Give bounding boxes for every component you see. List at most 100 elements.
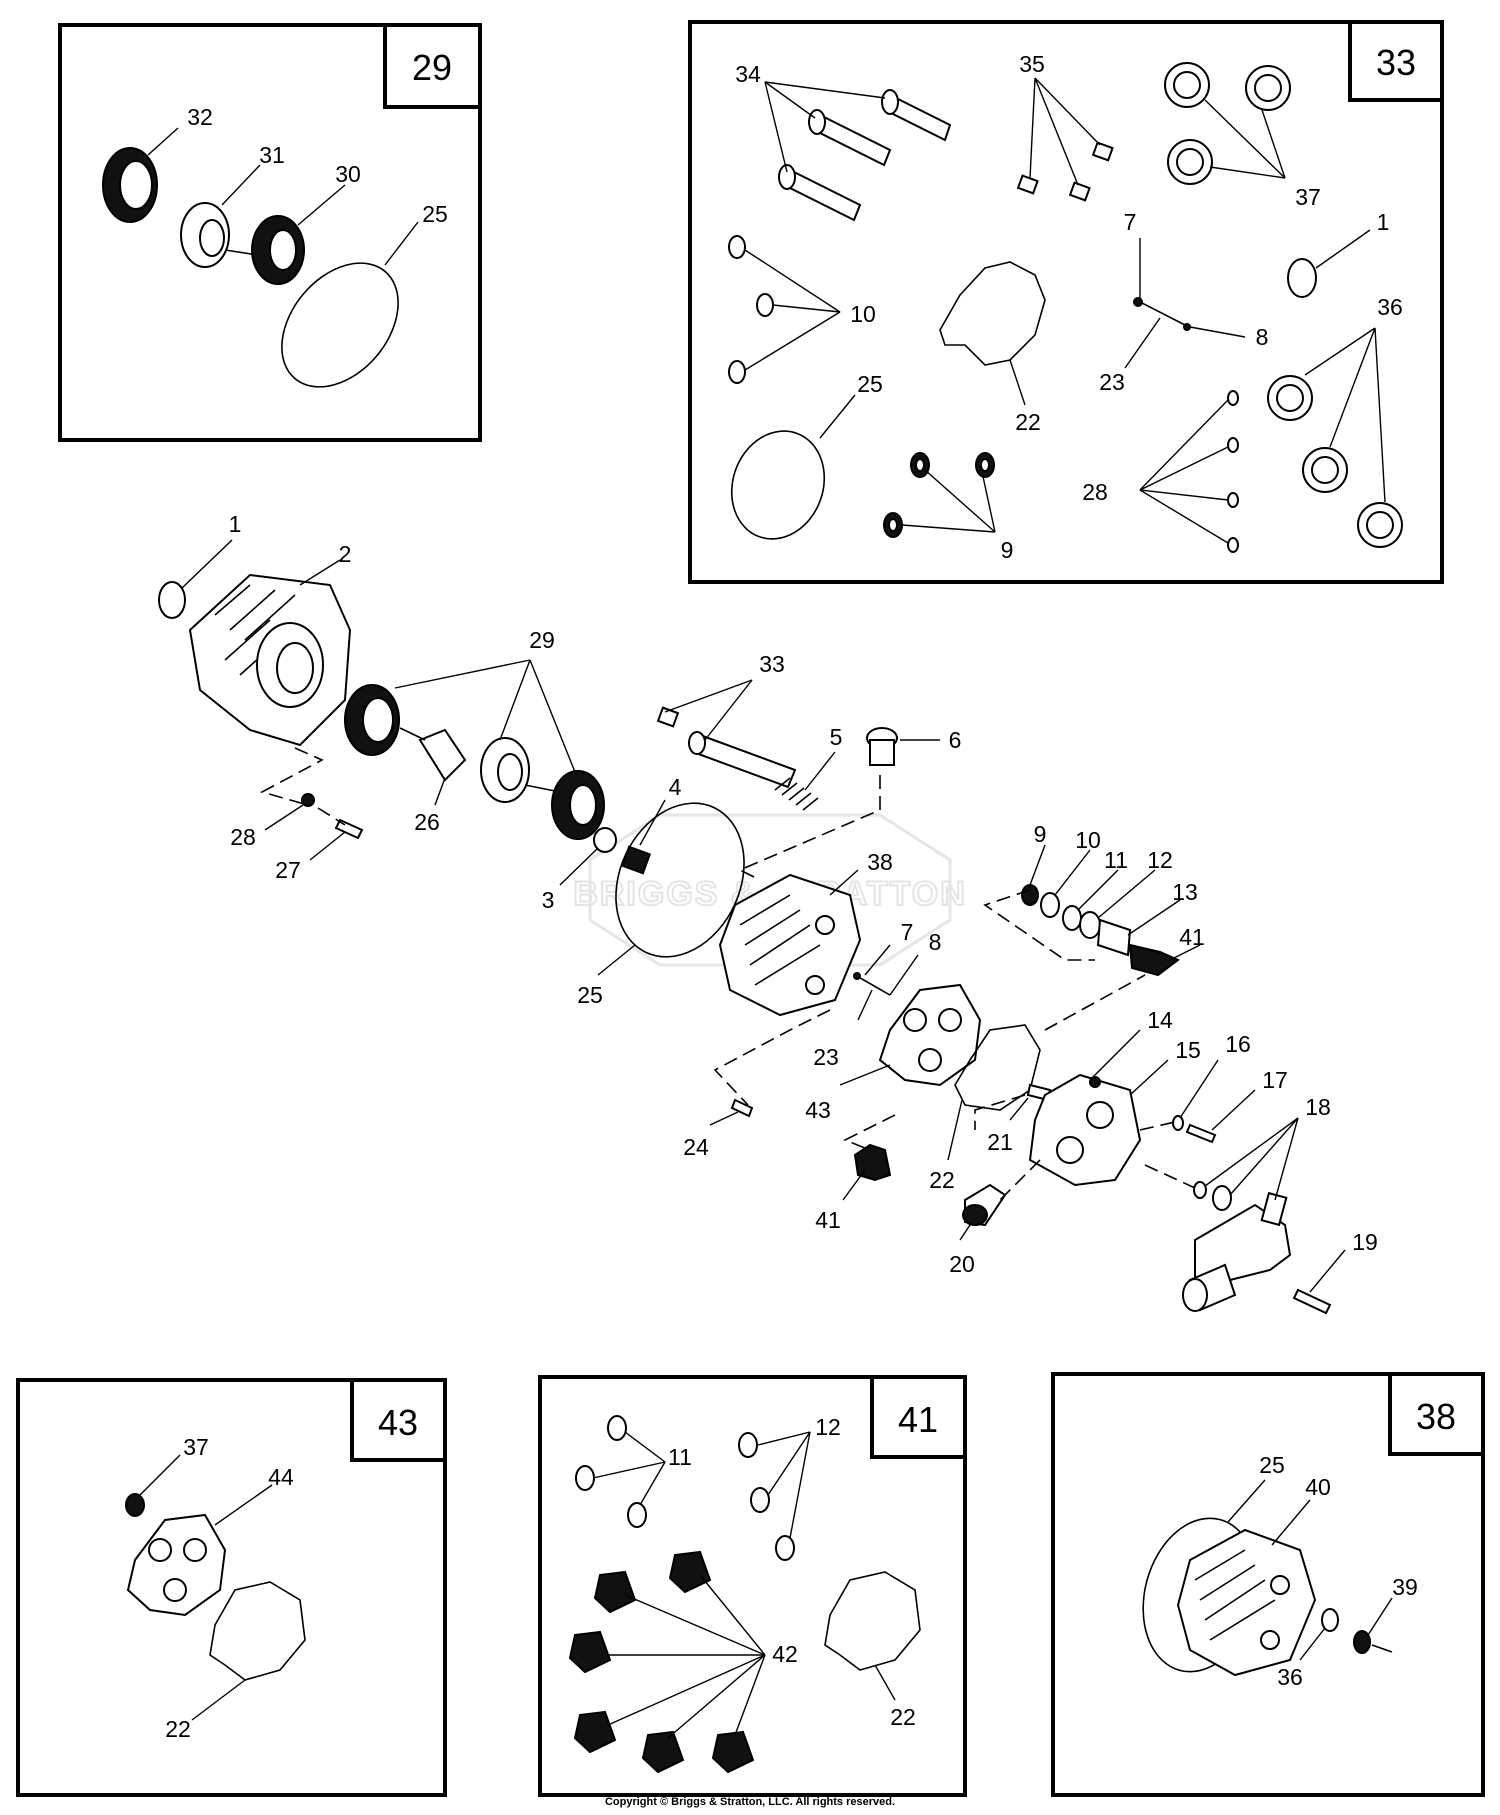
callout-label: 24 (683, 1134, 709, 1160)
callout-label: 8 (1256, 324, 1269, 350)
copyright-notice: Copyright © Briggs & Stratton, LLC. All … (604, 1796, 896, 1808)
bolt-part-24 (730, 1098, 754, 1118)
inset-box-41: 41 11 12 (538, 1375, 967, 1797)
gasket-part-22 (824, 1571, 921, 1671)
inset-number-box (1388, 1372, 1485, 1456)
callout-label: 37 (183, 1434, 209, 1460)
inset-number: 41 (898, 1399, 938, 1440)
piston-part-33 (656, 706, 797, 789)
washer-parts-10 (728, 235, 774, 384)
washer-part-3 (593, 827, 617, 853)
callout-label: 5 (830, 724, 843, 750)
seal-part-32 (102, 147, 158, 223)
o-ring-part-25 (730, 430, 826, 540)
callout-label: 36 (1377, 294, 1403, 320)
callout-label: 22 (929, 1167, 955, 1193)
callout-label: 30 (335, 161, 361, 187)
callout-label: 19 (1352, 1229, 1378, 1255)
callout-label: 23 (813, 1044, 839, 1070)
o-ring-part-1 (158, 581, 186, 619)
inset-number-box (383, 23, 482, 109)
pump-head-part-40 (1176, 1528, 1317, 1677)
o-ring-parts-28 (1227, 390, 1239, 553)
callout-label: 38 (867, 849, 893, 875)
callout-label: 33 (759, 651, 785, 677)
callout-label: 22 (165, 1716, 191, 1742)
inset-number-box (350, 1378, 447, 1462)
gasket-part-22 (939, 261, 1046, 366)
callout-label: 22 (1015, 409, 1041, 435)
inset-box-38: 38 25 40 39 36 (1051, 1372, 1485, 1797)
callout-label: 13 (1172, 879, 1198, 905)
callout-label: 41 (815, 1207, 841, 1233)
inset-number-box (870, 1375, 967, 1459)
main-exploded-view: 1 2 29 33 5 6 4 38 28 26 27 3 25 9 10 11… (158, 511, 1378, 1315)
callout-label: 8 (929, 929, 942, 955)
piston-parts-34 (778, 89, 952, 222)
callout-label: 10 (850, 301, 876, 327)
callout-label: 32 (187, 104, 213, 130)
callout-label: 10 (1075, 827, 1101, 853)
inset-number-box (1348, 20, 1444, 102)
callout-label: 11 (1104, 847, 1128, 873)
callout-label: 1 (1377, 209, 1390, 235)
outlet-manifold-part-15 (1028, 1073, 1142, 1187)
callout-label: 7 (1124, 209, 1137, 235)
fitting-part-20 (962, 1183, 1007, 1227)
callout-label: 37 (1295, 184, 1321, 210)
callout-label: 26 (414, 809, 440, 835)
callout-label: 1 (229, 511, 242, 537)
callout-label: 25 (422, 201, 448, 227)
spring-part-5 (774, 777, 819, 811)
seal-parts-36 (1267, 375, 1403, 548)
callout-label: 11 (668, 1444, 692, 1470)
washer-part-28 (301, 793, 315, 807)
callout-label: 12 (815, 1414, 841, 1440)
inset-number: 29 (412, 47, 452, 88)
callout-label: 28 (230, 824, 256, 850)
callout-label: 14 (1147, 1007, 1173, 1033)
callout-label: 22 (890, 1704, 916, 1730)
o-ring-part-1 (1287, 258, 1317, 298)
ring-parts-9 (883, 452, 995, 538)
callout-label: 28 (1082, 479, 1108, 505)
nut-parts-35 (1016, 141, 1114, 202)
bolt-part-17 (1185, 1123, 1217, 1144)
callout-label: 35 (1019, 51, 1045, 77)
callout-label: 4 (669, 774, 682, 800)
callout-label: 3 (542, 887, 555, 913)
valve-parts-42 (568, 1550, 755, 1774)
washer-part-36 (1321, 1608, 1339, 1632)
nut-part-4 (620, 845, 652, 875)
bolt-part-27 (334, 818, 364, 840)
callout-label: 27 (275, 857, 301, 883)
o-ring-part-25 (281, 262, 399, 388)
adapter-part-26 (418, 728, 467, 782)
inset-number: 38 (1416, 1396, 1456, 1437)
crankcase-part-2 (188, 573, 352, 747)
bolt-part-19 (1292, 1288, 1332, 1315)
seal-assembly-part-29 (344, 684, 605, 840)
seal-parts-37 (1164, 62, 1291, 185)
callout-label: 25 (1259, 1452, 1285, 1478)
seal-part-39 (1353, 1630, 1371, 1654)
pump-head-part-38 (718, 873, 862, 1017)
callout-label: 16 (1225, 1031, 1251, 1057)
seal-part-37 (125, 1493, 145, 1517)
inset-box-33: 33 (688, 20, 1444, 584)
inset-box-29: 29 32 31 30 25 (58, 23, 482, 442)
callout-label: 43 (805, 1097, 831, 1123)
ring-parts-12 (738, 1432, 795, 1561)
seal-part-30 (251, 215, 305, 285)
plug-part-6 (866, 727, 898, 766)
callout-label: 42 (772, 1641, 798, 1667)
callout-label: 39 (1392, 1574, 1418, 1600)
callout-label: 18 (1305, 1094, 1331, 1120)
callout-label: 25 (857, 371, 883, 397)
callout-label: 9 (1001, 537, 1014, 563)
callout-label: 29 (529, 627, 555, 653)
valve-part-41 (853, 1143, 892, 1182)
unloader-part-18 (1182, 1181, 1292, 1312)
callout-label: 15 (1175, 1037, 1201, 1063)
